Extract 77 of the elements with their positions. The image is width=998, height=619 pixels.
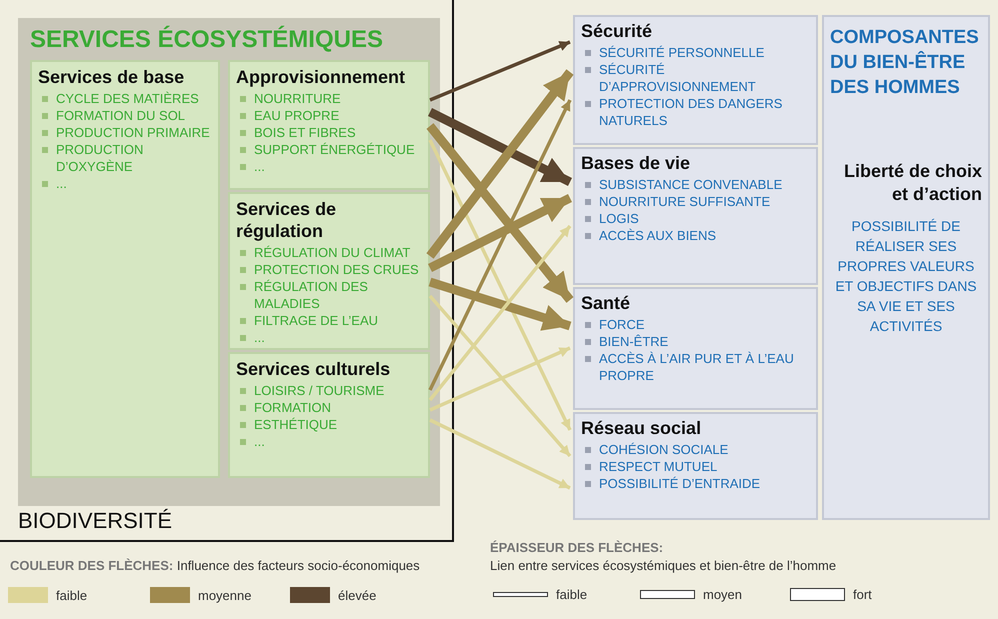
legend-caption: Lien entre services écosystémiques et bien-être de l’homme bbox=[490, 558, 836, 573]
list-item: LOISIRS / TOURISME bbox=[254, 383, 384, 398]
list-item: LOGIS bbox=[599, 211, 639, 226]
service-box bbox=[228, 60, 430, 190]
list-item: RESPECT MUTUEL bbox=[599, 459, 718, 474]
list-item: ... bbox=[56, 176, 67, 191]
list-item: SUPPORT ÉNERGÉTIQUE bbox=[254, 142, 415, 157]
legend-caption: COULEUR DES FLÈCHES: Influence des facteurs socio-économiques bbox=[10, 558, 420, 573]
arrow bbox=[426, 69, 574, 259]
panel-background bbox=[18, 18, 440, 506]
arrow bbox=[429, 346, 571, 412]
list-item: ACCÈS À L’AIR PUR ET À L’EAU PROPRE bbox=[599, 351, 794, 383]
list-item: COHÉSION SOCIALE bbox=[599, 442, 728, 457]
wellbeing-box bbox=[573, 412, 818, 520]
arrow bbox=[428, 224, 572, 402]
list-item: SÉCURITÉ D’APPROVISIONNEMENT bbox=[599, 62, 756, 94]
legend-label: moyen bbox=[703, 587, 742, 602]
frame-outline bbox=[0, 0, 454, 542]
service-box bbox=[30, 60, 220, 478]
list-item: SÉCURITÉ PERSONNELLE bbox=[599, 45, 764, 60]
list-item: RÉGULATION DU CLIMAT bbox=[254, 245, 410, 260]
node-heading: Bases de vie bbox=[581, 152, 692, 174]
arrow bbox=[428, 99, 572, 391]
wellbeing-box bbox=[573, 15, 818, 145]
list-item: ... bbox=[254, 434, 265, 449]
list-item: FORCE bbox=[599, 317, 644, 332]
list-item: PROTECTION DES CRUES bbox=[254, 262, 419, 277]
node-heading: Services de régulation bbox=[236, 198, 338, 242]
arrow bbox=[429, 418, 571, 490]
list-item: ACCÈS AUX BIENS bbox=[599, 228, 716, 243]
node-heading: Sécurité bbox=[581, 20, 654, 42]
legend-heading: ÉPAISSEUR DES FLÈCHES: bbox=[490, 540, 664, 555]
wellbeing-box bbox=[573, 287, 818, 410]
list-item: ... bbox=[254, 330, 265, 345]
legend-label: moyenne bbox=[198, 588, 252, 602]
arrow bbox=[428, 194, 572, 272]
list-item: BIEN-ÊTRE bbox=[599, 334, 668, 349]
list-item: RÉGULATION DES MALADIES bbox=[254, 279, 368, 311]
list-item: FILTRAGE DE L’EAU bbox=[254, 313, 378, 328]
list-item: PRODUCTION D’OXYGÈNE bbox=[56, 142, 144, 174]
list-item: SUBSISTANCE CONVENABLE bbox=[599, 177, 782, 192]
legend-label: faible bbox=[56, 588, 88, 602]
arrow bbox=[428, 139, 572, 431]
node-heading: Réseau social bbox=[581, 417, 702, 439]
wellbeing-box bbox=[573, 147, 818, 285]
arrow bbox=[428, 278, 572, 331]
list-item: ... bbox=[254, 159, 265, 174]
legend-label: élevée bbox=[338, 588, 376, 602]
arrow bbox=[428, 294, 572, 458]
list-item: PRODUCTION PRIMAIRE bbox=[56, 125, 210, 140]
column-box bbox=[822, 15, 990, 520]
panel-title: SERVICES ÉCOSYSTÉMIQUES bbox=[30, 26, 383, 54]
arrow bbox=[426, 123, 574, 303]
list-item: NOURRITURE bbox=[254, 91, 341, 106]
service-box bbox=[228, 192, 430, 350]
node-heading: Services de base bbox=[38, 66, 186, 88]
column-text: POSSIBILITÉ DE RÉALISER SES PROPRES VALEURS ET OBJECTIFS DANS SA VIE ET SES ACTIVITÉS bbox=[834, 217, 978, 336]
arrow bbox=[428, 108, 572, 186]
frame-title: BIODIVERSITÉ bbox=[18, 508, 172, 534]
column-subheading: Liberté de choix et d’action bbox=[842, 160, 982, 206]
service-box bbox=[228, 352, 430, 478]
node-heading: Santé bbox=[581, 292, 632, 314]
list-item: ESTHÉTIQUE bbox=[254, 417, 338, 432]
node-heading: Services culturels bbox=[236, 358, 392, 380]
legend-label: faible bbox=[556, 587, 588, 602]
legend-label: fort bbox=[853, 587, 872, 602]
list-item: POSSIBILITÉ D’ENTRAIDE bbox=[599, 476, 760, 491]
list-item: BOIS ET FIBRES bbox=[254, 125, 356, 140]
list-item: PROTECTION DES DANGERS NATURELS bbox=[599, 96, 782, 128]
node-heading: Approvisionnement bbox=[236, 66, 406, 88]
list-item: FORMATION DU SOL bbox=[56, 108, 186, 123]
arrow bbox=[429, 40, 571, 102]
list-item: CYCLE DES MATIÈRES bbox=[56, 91, 199, 106]
list-item: EAU PROPRE bbox=[254, 108, 340, 123]
list-item: FORMATION bbox=[254, 400, 332, 415]
list-item: NOURRITURE SUFFISANTE bbox=[599, 194, 770, 209]
column-heading: COMPOSANTES DU BIEN-ÊTRE DES HOMMES bbox=[830, 26, 980, 100]
